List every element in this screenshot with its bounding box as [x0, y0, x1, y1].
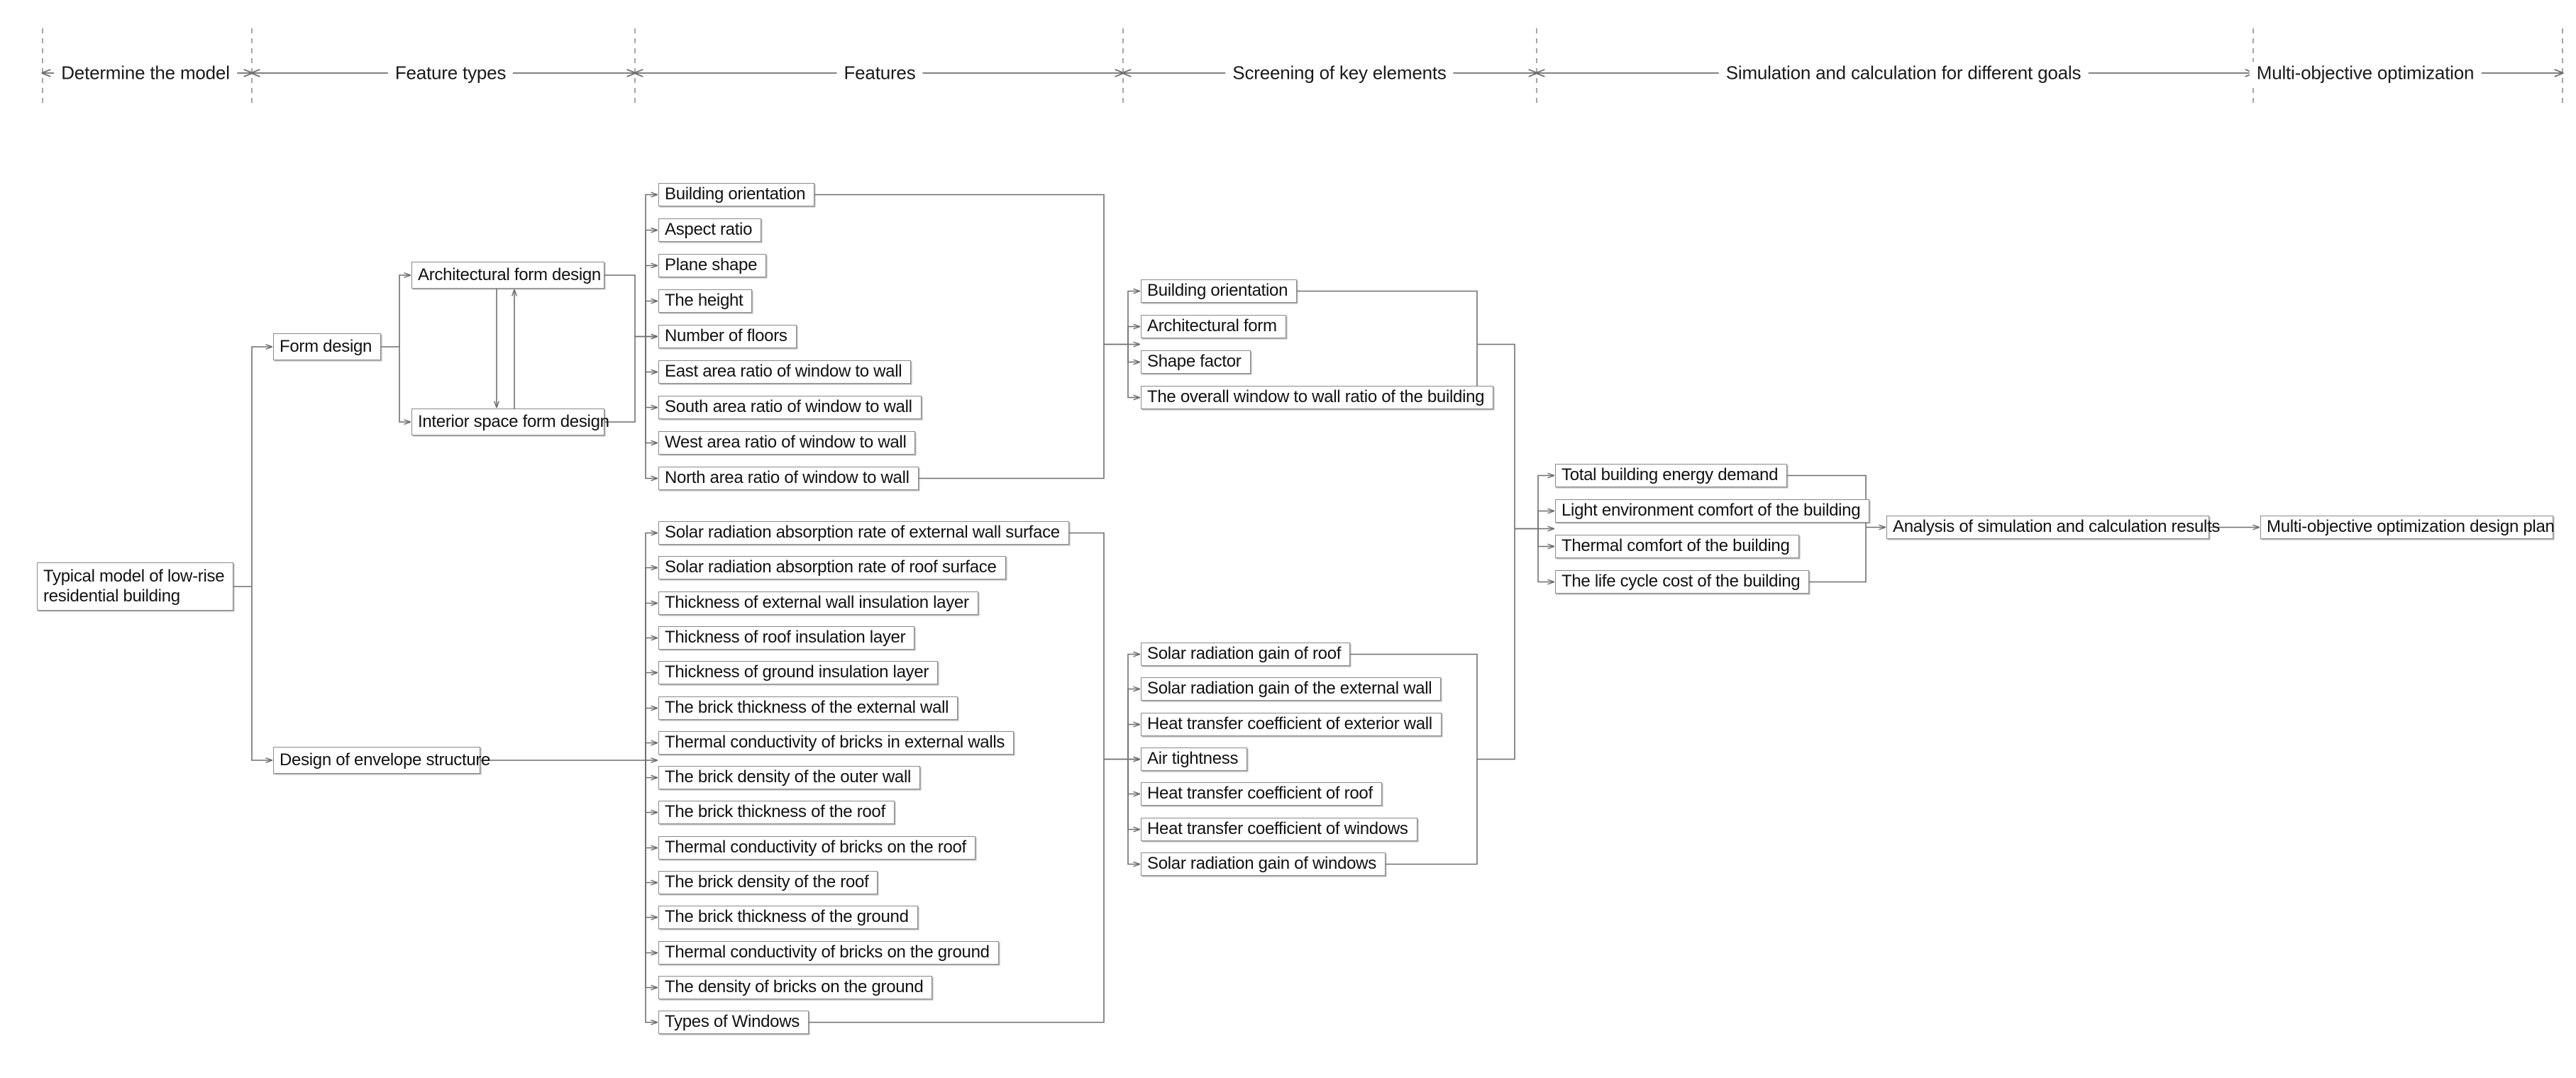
- node-key-element-form-0[interactable]: Building orientation: [1141, 279, 1297, 303]
- node-key-element-envelope-4[interactable]: Heat transfer coefficient of roof: [1141, 782, 1382, 806]
- node-envelope-feature-8[interactable]: The brick thickness of the roof: [658, 801, 895, 824]
- connector-keyform-to-spine: [1477, 343, 1515, 529]
- phase-label-5: Simulation and calculation for different…: [1718, 62, 2089, 84]
- node-envelope-feature-5[interactable]: The brick thickness of the external wall: [658, 696, 958, 720]
- connector-to-key-element-form-3: [1127, 344, 1139, 398]
- node-form-feature-8[interactable]: North area ratio of window to wall: [658, 467, 919, 490]
- connector-formdesign-to-sub-1: [399, 347, 410, 422]
- connector-to-form-feature-5: [645, 336, 657, 372]
- connector-to-envelope-feature-7: [645, 760, 657, 778]
- connector-to-form-feature-7: [645, 336, 657, 443]
- connector-to-key-element-envelope-2: [1127, 725, 1139, 760]
- connector-to-envelope-feature-2: [645, 604, 657, 760]
- connector-to-envelope-feature-5: [645, 709, 657, 760]
- connector-to-envelope-feature-3: [645, 638, 657, 760]
- node-form-feature-0[interactable]: Building orientation: [658, 183, 814, 206]
- node-key-element-envelope-6[interactable]: Solar radiation gain of windows: [1141, 852, 1386, 876]
- node-envelope-feature-7[interactable]: The brick density of the outer wall: [658, 766, 920, 789]
- connector-to-envelope-feature-8: [645, 760, 657, 813]
- connector-to-key-element-form-2: [1127, 344, 1139, 362]
- connector-to-envelope-feature-13: [645, 760, 657, 988]
- phase-label-2: Feature types: [387, 62, 514, 84]
- node-envelope-feature-11[interactable]: The brick thickness of the ground: [658, 906, 918, 929]
- connector-to-envelope-feature-1: [645, 568, 657, 760]
- node-form-feature-2[interactable]: Plane shape: [658, 254, 766, 277]
- node-envelope-feature-1[interactable]: Solar radiation absorption rate of roof …: [658, 556, 1006, 579]
- node-key-element-envelope-2[interactable]: Heat transfer coefficient of exterior wa…: [1141, 713, 1442, 736]
- connector-to-envelope-feature-12: [645, 760, 657, 953]
- node-key-element-envelope-0[interactable]: Solar radiation gain of roof: [1141, 643, 1350, 666]
- connector-arch-to-featurebus: [604, 274, 636, 337]
- connector-keyform-bracket: [1297, 290, 1493, 399]
- node-key-element-form-1[interactable]: Architectural form: [1141, 315, 1286, 338]
- connector-goals-bracket: [1787, 474, 1867, 583]
- connector-root-to-envelope: [251, 587, 272, 760]
- node-key-element-envelope-3[interactable]: Air tightness: [1141, 748, 1247, 771]
- node-feature-type-0[interactable]: Form design: [273, 333, 381, 360]
- connector-to-envelope-feature-14: [645, 760, 657, 1023]
- node-form-subtype-1[interactable]: Interior space form design: [411, 409, 609, 435]
- connector-to-key-element-envelope-4: [1127, 759, 1139, 794]
- connector-to-form-feature-3: [645, 301, 657, 337]
- node-envelope-feature-2[interactable]: Thickness of external wall insulation la…: [658, 591, 978, 615]
- phase-label-6: Multi-objective optimization: [2249, 62, 2482, 84]
- node-key-element-form-3[interactable]: The overall window to wall ratio of the …: [1141, 386, 1493, 409]
- node-form-subtype-0[interactable]: Architectural form design: [411, 262, 604, 289]
- node-feature-type-1[interactable]: Design of envelope structure: [273, 747, 490, 774]
- connector-formdesign-to-sub-0: [399, 275, 410, 347]
- node-simulation-goal-2[interactable]: Thermal comfort of the building: [1555, 535, 1799, 558]
- connector-to-simulation-goal-2: [1537, 528, 1554, 547]
- connector-to-key-element-envelope-6: [1127, 759, 1139, 865]
- connector-to-key-element-form-0: [1127, 291, 1139, 345]
- node-envelope-feature-14[interactable]: Types of Windows: [658, 1011, 809, 1034]
- node-key-element-envelope-1[interactable]: Solar radiation gain of the external wal…: [1141, 677, 1441, 701]
- node-envelope-feature-6[interactable]: Thermal conductivity of bricks in extern…: [658, 731, 1014, 755]
- node-envelope-feature-13[interactable]: The density of bricks on the ground: [658, 976, 932, 999]
- connector-interior-to-featurebus: [604, 336, 636, 423]
- connector-form-features-bracket: [814, 194, 1105, 479]
- connector-to-simulation-goal-0: [1537, 476, 1554, 529]
- connector-to-envelope-feature-0: [645, 533, 657, 760]
- connector-to-form-feature-8: [645, 336, 657, 479]
- node-analysis-results[interactable]: Analysis of simulation and calculation r…: [1886, 516, 2220, 539]
- connector-to-envelope-feature-4: [645, 673, 657, 760]
- node-form-feature-3[interactable]: The height: [658, 289, 752, 313]
- phase-label-4: Screening of key elements: [1225, 62, 1454, 84]
- node-final-plan[interactable]: Multi-objective optimization design plan: [2260, 516, 2555, 539]
- connector-to-envelope-feature-10: [645, 760, 657, 883]
- connector-to-envelope-feature-9: [645, 760, 657, 848]
- connector-to-simulation-goal-1: [1537, 511, 1554, 529]
- node-envelope-feature-12[interactable]: Thermal conductivity of bricks on the gr…: [658, 941, 999, 965]
- node-envelope-feature-3[interactable]: Thickness of roof insulation layer: [658, 626, 914, 650]
- connector-to-key-element-envelope-0: [1127, 655, 1139, 760]
- node-key-element-envelope-5[interactable]: Heat transfer coefficient of windows: [1141, 818, 1417, 841]
- node-simulation-goal-0[interactable]: Total building energy demand: [1555, 464, 1787, 487]
- node-form-feature-5[interactable]: East area ratio of window to wall: [658, 360, 911, 384]
- node-key-element-form-2[interactable]: Shape factor: [1141, 350, 1251, 374]
- node-envelope-feature-0[interactable]: Solar radiation absorption rate of exter…: [658, 521, 1069, 545]
- connector-to-form-feature-1: [645, 230, 657, 337]
- phase-label-1: Determine the model: [54, 62, 237, 84]
- connector-to-envelope-feature-6: [645, 743, 657, 760]
- node-form-feature-4[interactable]: Number of floors: [658, 325, 797, 348]
- node-envelope-feature-4[interactable]: Thickness of ground insulation layer: [658, 661, 938, 684]
- node-root[interactable]: Typical model of low-rise residential bu…: [37, 562, 233, 611]
- phase-label-3: Features: [836, 62, 923, 84]
- connector-to-key-element-form-1: [1127, 327, 1139, 345]
- node-form-feature-7[interactable]: West area ratio of window to wall: [658, 431, 915, 455]
- connector-envelope-features-bracket: [809, 532, 1105, 1023]
- connector-root-to-form-design: [251, 347, 272, 587]
- node-envelope-feature-9[interactable]: Thermal conductivity of bricks on the ro…: [658, 836, 975, 860]
- node-form-feature-6[interactable]: South area ratio of window to wall: [658, 396, 922, 419]
- node-form-feature-1[interactable]: Aspect ratio: [658, 218, 761, 242]
- node-simulation-goal-3[interactable]: The life cycle cost of the building: [1555, 570, 1809, 594]
- node-envelope-feature-10[interactable]: The brick density of the roof: [658, 871, 878, 894]
- connector-to-simulation-goal-3: [1537, 528, 1554, 582]
- connector-keyenvelope-to-spine: [1477, 528, 1515, 760]
- connector-to-envelope-feature-11: [645, 760, 657, 918]
- node-simulation-goal-1[interactable]: Light environment comfort of the buildin…: [1555, 499, 1869, 523]
